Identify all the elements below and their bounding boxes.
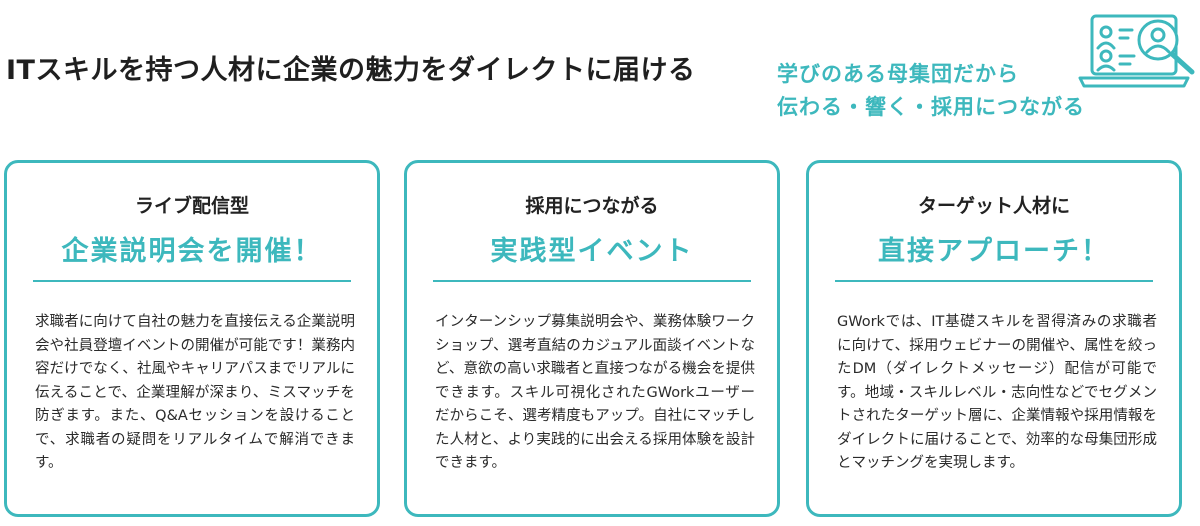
card-label: ターゲット人材に (917, 195, 1070, 217)
card-direct-approach: ターゲット人材に 直接アプローチ！ GWorkでは、IT基礎スキルを習得済みの求… (806, 160, 1182, 517)
tagline-line-2: 伝わる・響く・採用につながる (777, 95, 1085, 119)
card-body: GWorkでは、IT基礎スキルを習得済みの求職者に向けて、採用ウェビナーの開催や… (837, 314, 1157, 471)
card-body: 求職者に向けて自社の魅力を直接伝える企業説明会や社員登壇イベントの開催が可能です… (35, 314, 355, 471)
page-headline: ITスキルを持つ人材に企業の魅力をダイレクトに届ける (6, 55, 696, 86)
card-divider (433, 280, 751, 282)
card-label: ライブ配信型 (134, 195, 249, 217)
card-live-briefing: ライブ配信型 企業説明会を開催！ 求職者に向けて自社の魅力を直接伝える企業説明会… (4, 160, 380, 517)
candidate-search-icon (1076, 4, 1200, 96)
card-divider (835, 280, 1153, 282)
tagline-line-1: 学びのある母集団だから (777, 62, 1019, 86)
card-divider (33, 280, 351, 282)
card-label: 採用につながる (525, 195, 659, 217)
tagline: 学びのある母集団だから 伝わる・響く・採用につながる (777, 58, 1085, 124)
feature-cards: ライブ配信型 企業説明会を開催！ 求職者に向けて自社の魅力を直接伝える企業説明会… (0, 160, 1200, 520)
card-body: インターンシップ募集説明会や、業務体験ワークショップ、選考直結のカジュアル面談イ… (435, 314, 755, 471)
card-headline: 直接アプローチ！ (878, 236, 1110, 267)
card-headline: 企業説明会を開催！ (61, 236, 323, 267)
card-headline: 実践型イベント (490, 236, 694, 267)
card-practical-event: 採用につながる 実践型イベント インターンシップ募集説明会や、業務体験ワークショ… (404, 160, 780, 517)
